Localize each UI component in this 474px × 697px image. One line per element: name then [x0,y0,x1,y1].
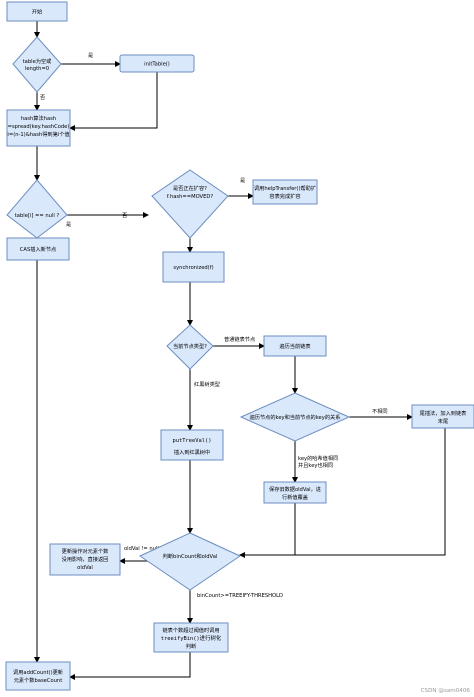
treeify-line1: 链表个数超过阈值时调用 [162,626,219,634]
tail-insert-line1: 尾插法，加入到链表 [420,409,468,417]
synchronized-label: synchronized(f) [173,265,213,271]
node-type-label: 当前节点类型? [173,342,207,350]
init-table-label: initTable() [144,62,170,68]
label-not-same: 不相同 [372,407,388,415]
edge-labels: 是 否 否 是 是 否 普通链表节点 红黑树类型 不相同 key的哈希值相同 并… [40,52,388,599]
label-yes-1: 是 [88,52,93,59]
label-key-same-2: 并且key也相同 [298,461,333,469]
label-red-black: 红黑树类型 [194,380,220,388]
table-empty-decision: table为空或 length=0 [12,36,62,93]
add-count-line2: 元素个数baseCount [14,676,63,684]
init-table-node: initTable() [119,54,195,73]
tail-insert-line2: 末尾 [438,417,448,425]
table-i-null-decision: table[i] == null ? [6,179,68,239]
start-node: 开始 [6,1,68,22]
label-no-1: 否 [40,94,45,101]
expanding-decision: 是否正在扩容? f.hash==MOVED? [151,169,229,239]
cas-insert-label: CAS插入新节点 [20,245,56,253]
hash-calc-line2: =spread(key.hashCode) [8,124,70,130]
save-old-val-line2: 行新值覆盖 [282,493,308,501]
bin-count-decision: 判断binCount和oldVal [138,532,242,591]
treeify-line2: treeifyBin()进行树化 [161,634,222,642]
traverse-list-node: 遍历当前链表 [263,335,327,357]
help-transfer-node: 调用helpTransfer()帮助扩 容表完成扩容 [252,179,318,205]
cas-insert-node: CAS插入新节点 [6,237,70,261]
table-empty-line2: length=0 [25,66,49,72]
treeify-node: 链表个数超过阈值时调用 treeifyBin()进行树化 判断 [153,622,229,653]
label-key-same-1: key的哈希值相同 [298,454,338,462]
node-type-decision: 当前节点类型? [166,324,214,370]
return-old-line2: 没用影响，直接返回 [62,555,109,563]
label-normal-list: 普通链表节点 [224,335,255,343]
label-yes-3: 是 [240,177,245,184]
put-tree-val-node: putTreeVal() 插入到红黑树中 [160,429,224,461]
bin-count-label: 判断binCount和oldVal [163,552,218,560]
add-count-node: 调用addCount()更新 元素个数baseCount [5,661,71,691]
synchronized-node: synchronized(f) [162,251,225,283]
return-old-line1: 更新操作对元素个数 [62,547,110,555]
label-old-not-null: oldVal != null [124,546,159,552]
tail-insert-node: 尾插法，加入到链表 末尾 [411,404,474,429]
hash-calc-line3: i=(n-1)&hash得到第i个值 [7,130,69,138]
label-yes-2: 是 [66,221,71,228]
start-label: 开始 [32,8,43,16]
treeify-line3: 判断 [186,642,196,650]
table-i-null-label: table[i] == null ? [15,213,60,219]
label-no-2: 否 [122,212,127,219]
insert-tree-label: 插入到红黑树中 [174,448,210,456]
return-old-node: 更新操作对元素个数 没用影响，直接返回 oldVal [49,543,121,576]
put-tree-val-label: putTreeVal() [173,438,212,444]
save-old-val-line1: 保存旧数据oldVal，进 [269,485,321,493]
help-transfer-line1: 调用helpTransfer()帮助扩 [254,184,316,192]
table-empty-line1: table为空或 [23,57,52,65]
csdn-watermark: CSDN @sam0406 [421,688,471,694]
expanding-line2: f.hash==MOVED? [167,194,214,200]
label-bin-threshold: binCount>=TREEIFY-THRESHOLD [197,593,283,599]
key-compare-decision: 遍历节点的key和当前节点的key的关系 [239,392,351,442]
return-old-line3: oldVal [77,565,93,571]
edges [34,21,446,680]
key-compare-label: 遍历节点的key和当前节点的key的关系 [250,413,341,421]
save-old-val-node: 保存旧数据oldVal，进 行新值覆盖 [263,481,327,504]
hash-calc-node: hash算法hash =spread(key.hashCode) i=(n-1)… [6,109,71,147]
add-count-line1: 调用addCount()更新 [13,668,63,676]
traverse-list-label: 遍历当前链表 [279,342,311,350]
expanding-line1: 是否正在扩容? [173,184,207,192]
help-transfer-line2: 容表完成扩容 [269,192,300,200]
hash-calc-line1: hash算法hash [21,114,56,122]
